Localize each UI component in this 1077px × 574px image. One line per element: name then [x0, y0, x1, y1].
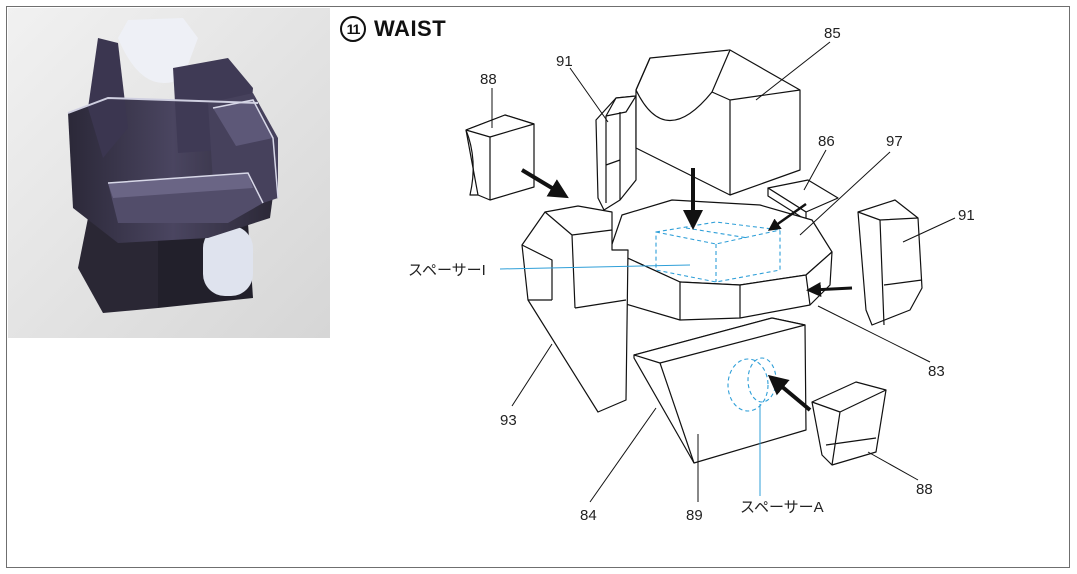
part-85-shape — [635, 49, 801, 196]
part-label-83: 83 — [928, 363, 945, 380]
part-91-right-shape — [857, 199, 923, 326]
part-89-84-shape — [633, 317, 807, 464]
part-label-93: 93 — [500, 412, 517, 429]
leader-line — [511, 343, 553, 407]
part-label-86: 86 — [818, 133, 835, 150]
part-93-shape — [521, 205, 629, 413]
section-title: 11 WAIST — [340, 16, 446, 42]
spacer-a-label: スペーサーA — [740, 499, 824, 516]
part-label-85: 85 — [824, 25, 841, 42]
leader-line — [902, 217, 956, 243]
leader-line — [803, 149, 827, 191]
leader-line — [817, 305, 931, 363]
leader-line — [589, 407, 657, 503]
part-label-91-right: 91 — [958, 207, 975, 224]
section-title-text: WAIST — [374, 16, 447, 41]
leader-line — [799, 151, 891, 236]
part-label-88-right: 88 — [916, 481, 933, 498]
assembly-arrow — [806, 282, 853, 298]
assembly-arrow — [520, 168, 569, 199]
part-88-right-shape — [811, 381, 887, 466]
leader-line — [867, 451, 919, 481]
part-88-left-shape — [465, 114, 535, 201]
leader-line — [755, 41, 831, 101]
spacer-leader-line — [499, 264, 691, 270]
part-83-shape — [609, 249, 833, 321]
part-label-97: 97 — [886, 133, 903, 150]
part-label-91: 91 — [556, 53, 573, 70]
leader-line — [569, 67, 609, 123]
step-number-badge: 11 — [340, 16, 366, 42]
part-label-84: 84 — [580, 507, 597, 524]
model-photo-illustration — [8, 8, 330, 338]
assembly-arrow — [767, 374, 812, 412]
assembly-arrow — [767, 202, 807, 231]
part-label-89: 89 — [686, 507, 703, 524]
page-frame — [6, 6, 1070, 568]
spacer-i-label: スペーサーI — [408, 262, 486, 279]
assembled-model-photo — [8, 8, 330, 338]
part-label-88: 88 — [480, 71, 497, 88]
part-91-left-shape — [595, 95, 637, 211]
